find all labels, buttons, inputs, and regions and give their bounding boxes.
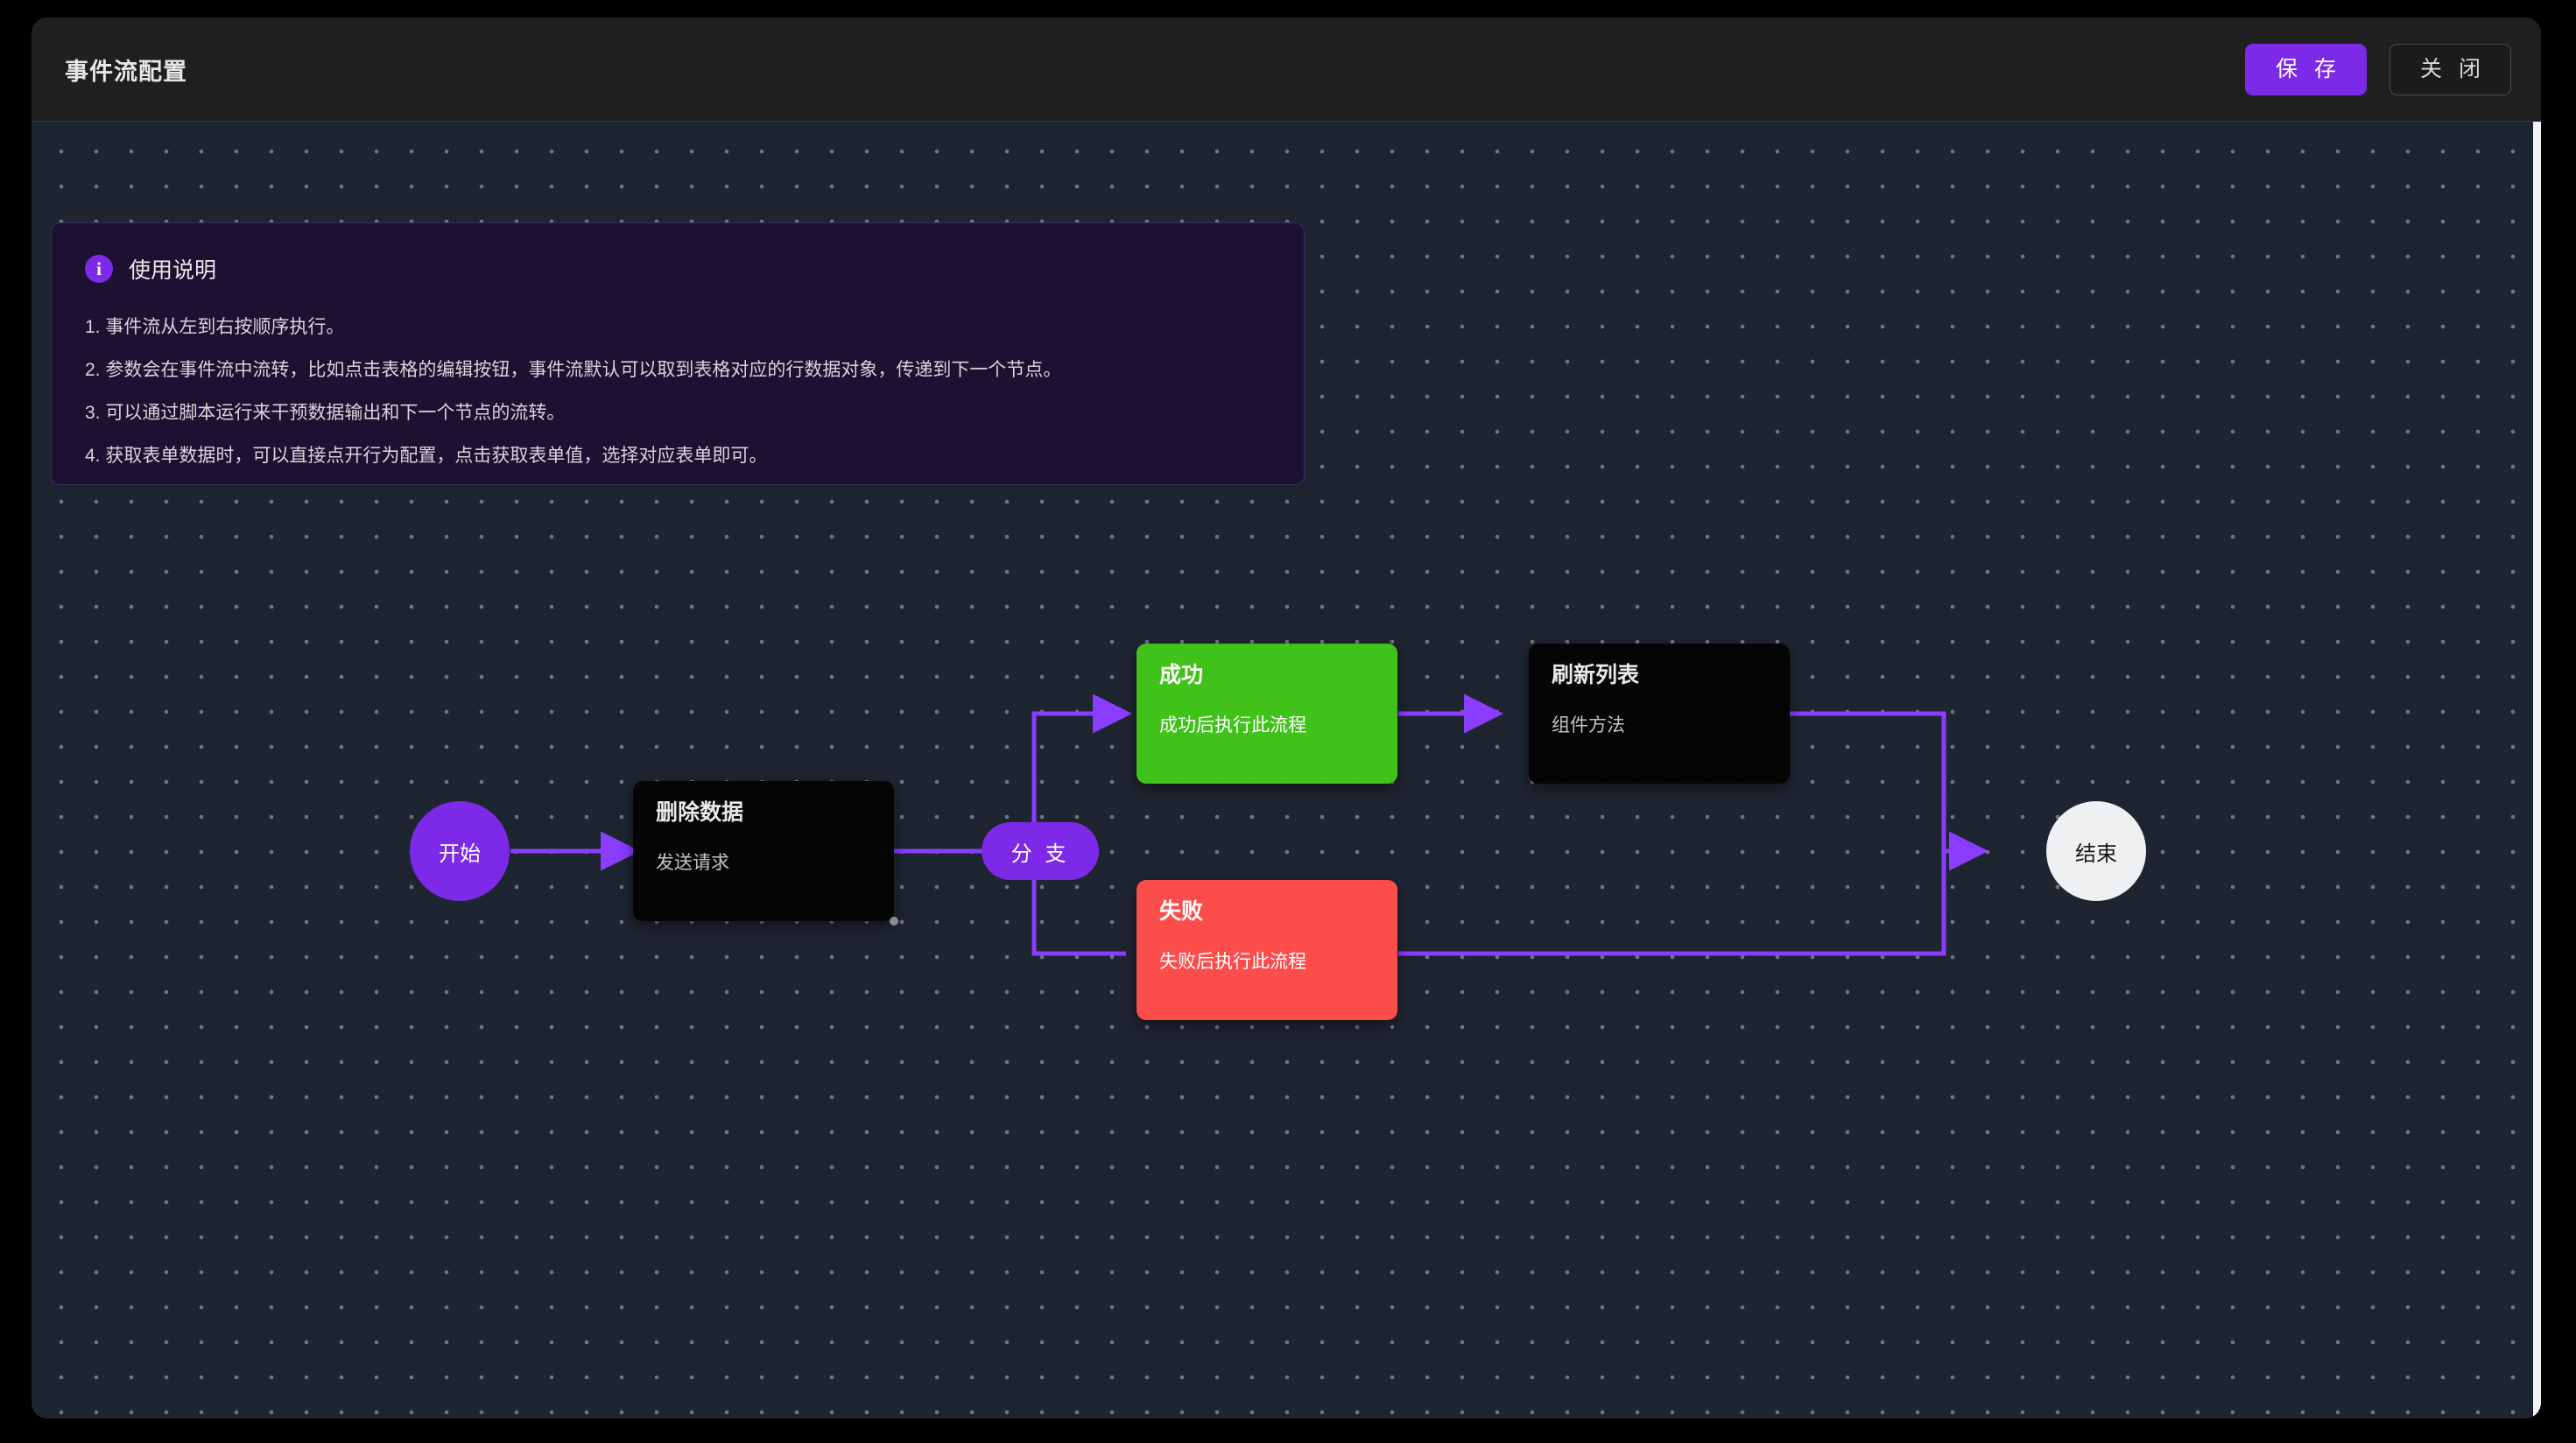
node-branch[interactable]: 分 支 (982, 822, 1099, 880)
node-branch-label: 分 支 (1010, 841, 1070, 866)
flow-edges (510, 693, 1989, 956)
list-item: 4. 获取表单数据时，可以直接点开行为配置，点击获取表单值，选择对应表单即可。 (85, 446, 768, 466)
node-failure-title: 失败 (1159, 899, 1204, 924)
usage-instructions-list: 1. 事件流从左到右按顺序执行。 2. 参数会在事件流中流转，比如点击表格的编辑… (85, 318, 1270, 465)
node-success[interactable]: 成功 成功后执行此流程 (1137, 644, 1397, 784)
info-icon: i (85, 255, 113, 283)
close-button[interactable]: 关 闭 (2389, 43, 2511, 95)
node-start-label: 开始 (439, 841, 481, 866)
page-title: 事件流配置 (65, 58, 187, 85)
resize-handle[interactable] (890, 917, 898, 926)
usage-instructions-header: i 使用说明 (85, 253, 1270, 285)
node-end-label: 结束 (2075, 841, 2117, 866)
list-item: 2. 参数会在事件流中流转，比如点击表格的编辑按钮，事件流默认可以取到表格对应的… (85, 360, 1062, 380)
node-start[interactable]: 开始 (410, 801, 510, 901)
usage-instructions-panel: i 使用说明 1. 事件流从左到右按顺序执行。 2. 参数会在事件流中流转，比如… (51, 222, 1305, 485)
modal-header: 事件流配置 保 存 关 闭 (32, 18, 2541, 122)
node-success-subtitle: 成功后执行此流程 (1159, 715, 1306, 736)
node-end[interactable]: 结束 (2046, 801, 2146, 901)
node-failure-subtitle: 失败后执行此流程 (1159, 952, 1306, 972)
node-delete-data-title: 删除数据 (656, 800, 744, 825)
save-button[interactable]: 保 存 (2245, 43, 2368, 95)
node-delete-data[interactable]: 删除数据 发送请求 (633, 781, 898, 926)
usage-instructions-title: 使用说明 (129, 258, 217, 283)
flow-canvas[interactable]: i 使用说明 1. 事件流从左到右按顺序执行。 2. 参数会在事件流中流转，比如… (32, 122, 2541, 1418)
node-success-title: 成功 (1159, 663, 1204, 687)
list-item: 1. 事件流从左到右按顺序执行。 (85, 317, 345, 337)
vertical-scrollbar[interactable] (2533, 122, 2541, 1418)
node-refresh-list-subtitle: 组件方法 (1552, 715, 1625, 736)
node-failure[interactable]: 失败 失败后执行此流程 (1137, 880, 1397, 1020)
node-refresh-list-title: 刷新列表 (1552, 663, 1640, 687)
event-flow-modal: 事件流配置 保 存 关 闭 i 使用说明 1. 事件流从左到右按顺序执行。 2.… (32, 18, 2541, 1418)
node-refresh-list[interactable]: 刷新列表 组件方法 (1529, 644, 1790, 784)
list-item: 3. 可以通过脚本运行来干预数据输出和下一个节点的流转。 (85, 403, 566, 423)
node-delete-data-subtitle: 发送请求 (656, 853, 729, 873)
header-actions: 保 存 关 闭 (2245, 43, 2511, 95)
